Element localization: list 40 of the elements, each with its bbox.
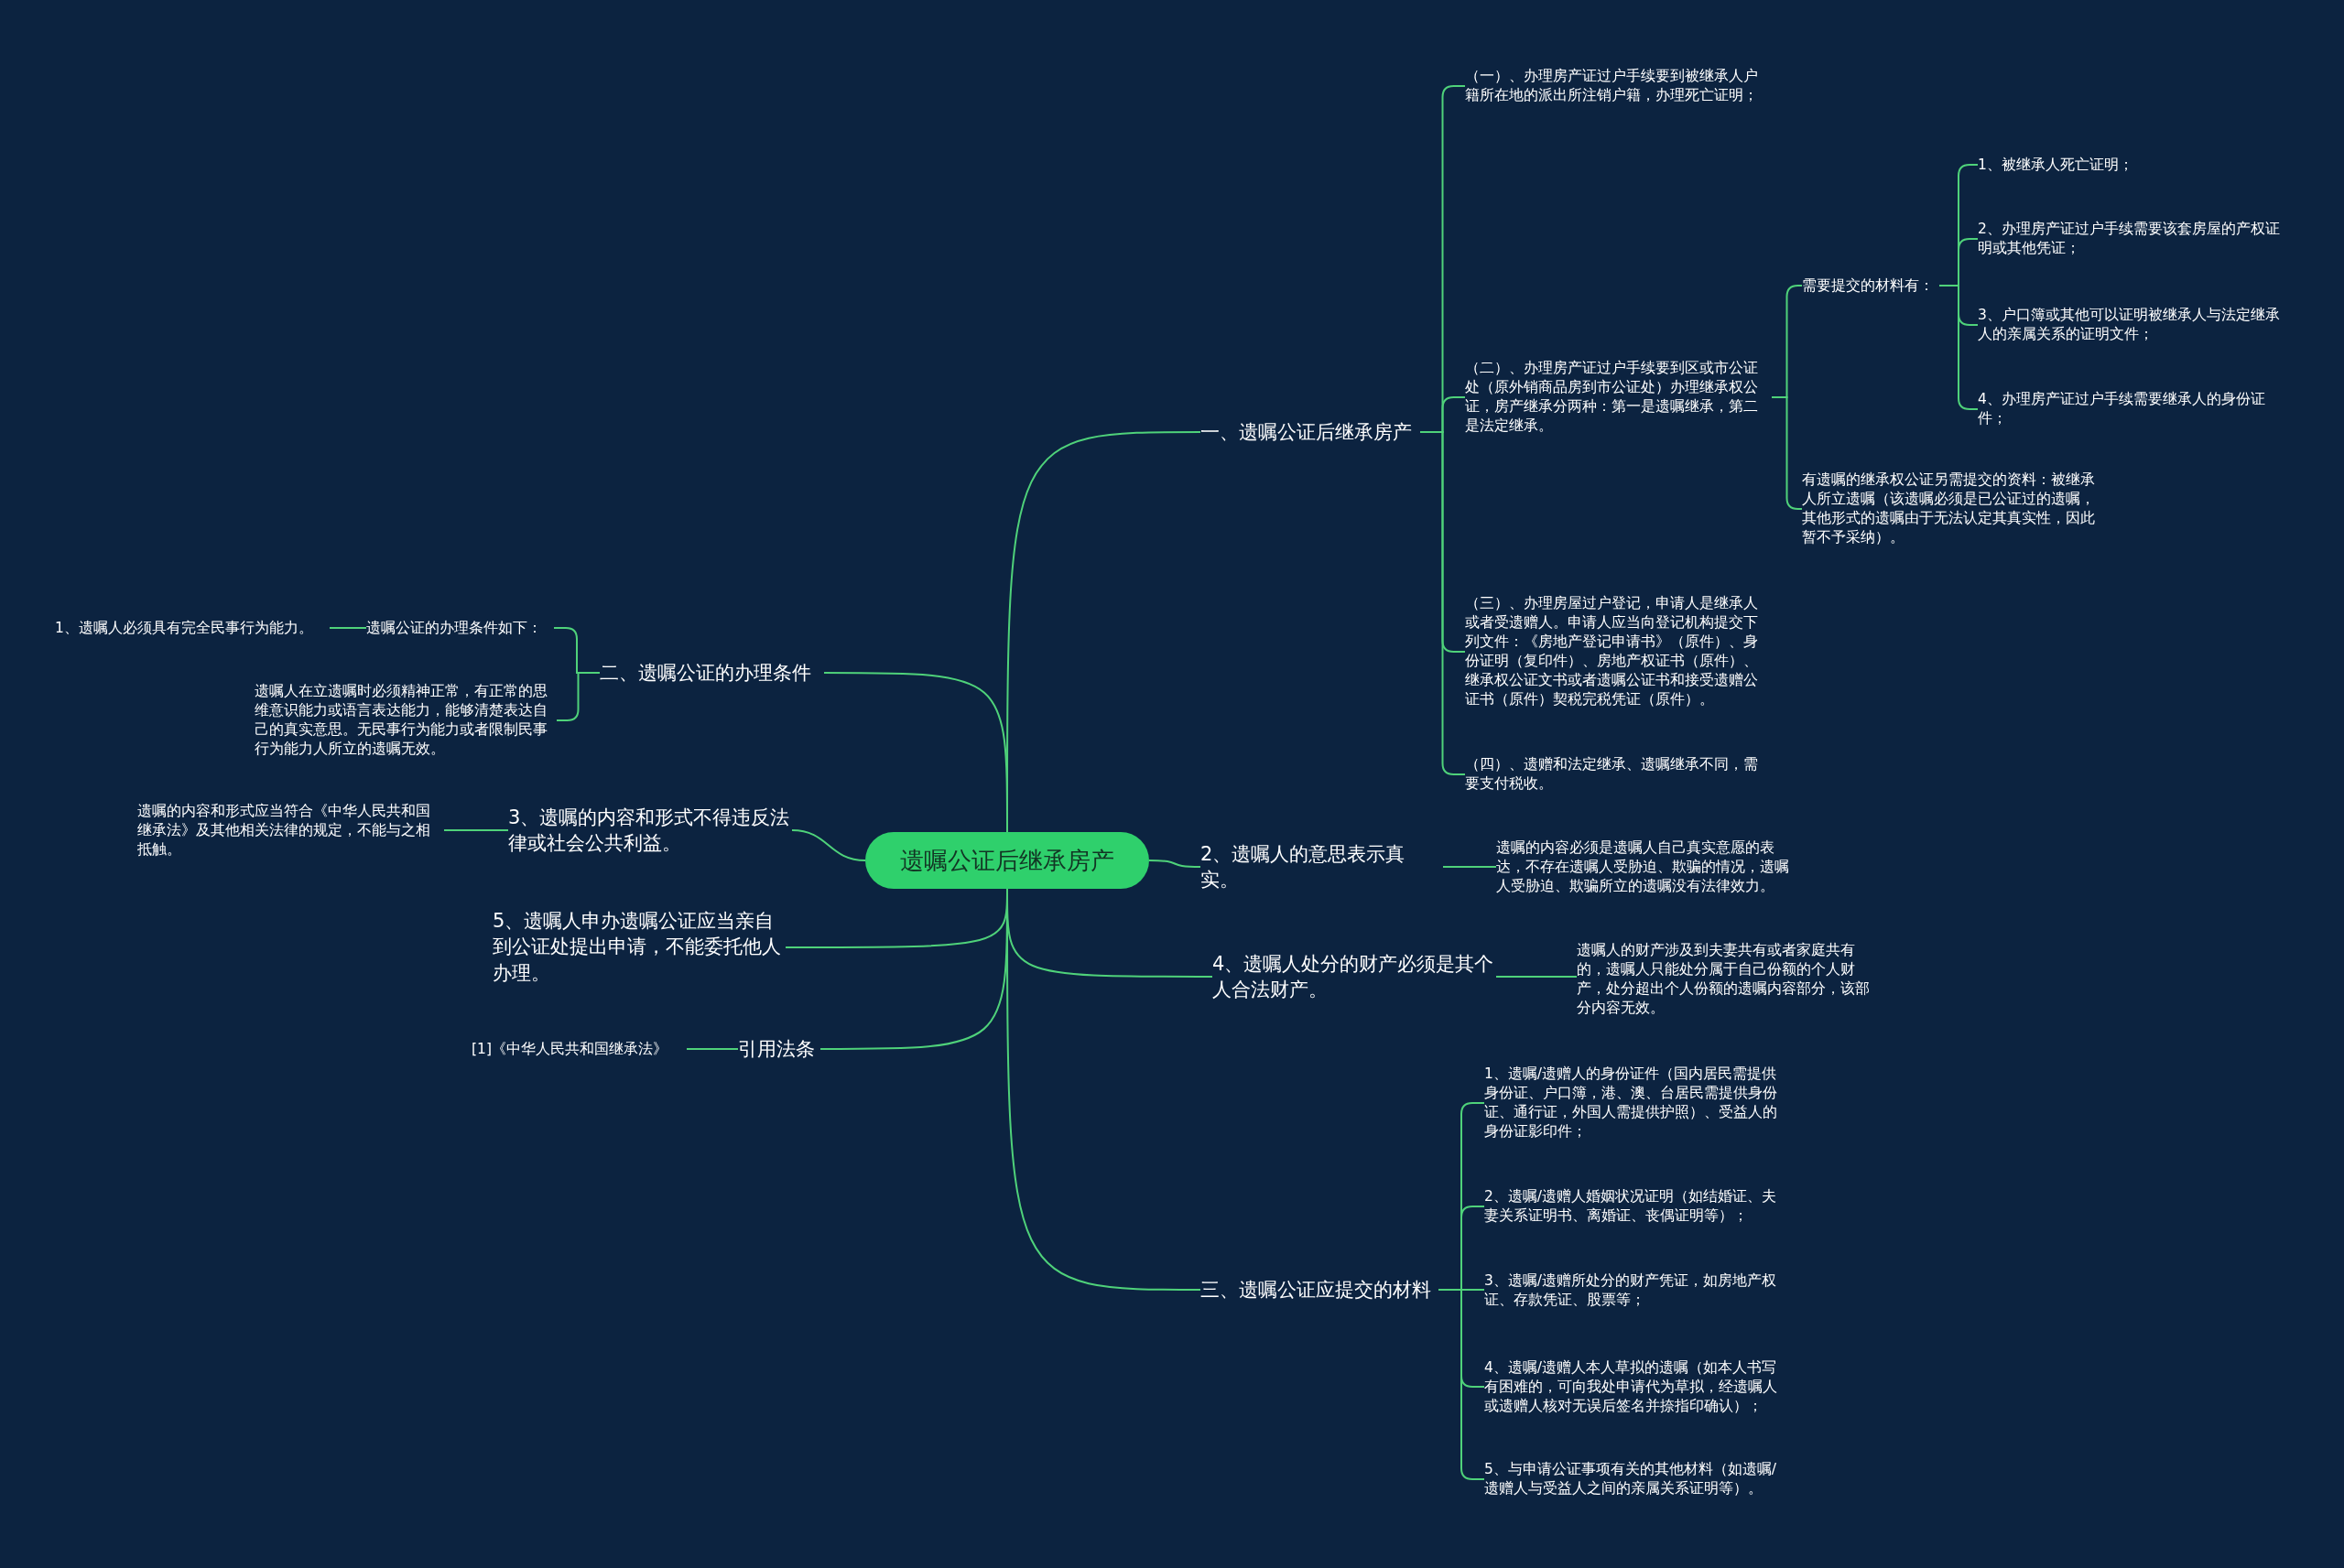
- topic-text: 4、遗嘱/遗赠人本人草拟的遗嘱（如本人书写有困难的，可向我处申请代为草拟，经遗嘱人或遗赠人核对无误后签名并捺指印确认）；: [1484, 1357, 1791, 1416]
- topic-text: 2、遗嘱/遗赠人婚姻状况证明（如结婚证、夫妻关系证明书、离婚证、丧偶证明等）；: [1484, 1187, 1791, 1226]
- branch-topic: 三、遗嘱公证应提交的材料: [1200, 1276, 1438, 1303]
- topic-text: 遗嘱的内容必须是遗嘱人自己真实意愿的表达，不存在遗嘱人受胁迫、欺骗的情况，遗嘱人受胁迫、欺骗所立的遗嘱没有法律效力。: [1496, 838, 1803, 896]
- branch-topic: 引用法条: [738, 1035, 820, 1063]
- connector-line: [1148, 860, 1201, 868]
- branch-topic: 5、遗嘱人申办遗嘱公证应当亲自到公证处提出申请，不能委托他人办理。: [493, 908, 786, 987]
- topic-text: 遗嘱公证的办理条件如下：: [366, 618, 554, 638]
- topic-text: 1、遗嘱/遗赠人的身份证件（国内居民需提供身份证、户口簿，港、澳、台居民需提供身份证、通行证，外国人需提供护照）、受益人的身份证影印件；: [1484, 1065, 1791, 1141]
- topic-text: 有遗嘱的继承权公证另需提交的资料：被继承人所立遗嘱（该遗嘱必须是已公证过的遗嘱，其他形式的遗嘱由于无法认定其真实性，因此暂不予采纳）。: [1802, 470, 2104, 547]
- topic-text: 1、被继承人死亡证明；: [1978, 155, 2289, 175]
- branch-topic: 一、遗嘱公证后继承房产: [1200, 418, 1420, 446]
- topic-text: 需要提交的材料有：: [1802, 276, 1939, 296]
- topic-text: 遗嘱人的财产涉及到夫妻共有或者家庭共有的，遗嘱人只能处分属于自己份额的个人财产，处分超出个人份额的遗嘱内容部分，该部分内容无效。: [1577, 941, 1883, 1018]
- branch-topic: 4、遗嘱人处分的财产必须是其个人合法财产。: [1212, 950, 1496, 1003]
- connector-line: [686, 1048, 739, 1050]
- connector-line: [443, 829, 509, 831]
- topic-text: 4、办理房产证过户手续需要继承人的身份证件；: [1978, 390, 2289, 428]
- topic-text: 3、遗嘱/遗赠所处分的财产凭证，如房地产权证、存款凭证、股票等；: [1484, 1271, 1791, 1310]
- topic-text: （四）、遗赠和法定继承、遗嘱继承不同，需要支付税收。: [1465, 755, 1772, 794]
- topic-text: 3、户口簿或其他可以证明被继承人与法定继承人的亲属关系的证明文件；: [1978, 306, 2289, 344]
- connector-line: [1442, 866, 1497, 868]
- central-topic: 遗嘱公证后继承房产: [865, 832, 1149, 889]
- topic-text: 5、与申请公证事项有关的其他材料（如遗嘱/遗赠人与受益人之间的亲属关系证明等）。: [1484, 1460, 1791, 1498]
- connector-line: [823, 672, 1008, 833]
- connector-line: [791, 829, 866, 861]
- branch-topic: 2、遗嘱人的意思表示真实。: [1200, 840, 1443, 893]
- connector-line: [1495, 976, 1578, 978]
- topic-text: 1、遗嘱人必须具有完全民事行为能力。: [55, 618, 330, 638]
- topic-text: （三）、办理房屋过户登记，申请人是继承人或者受遗赠人。申请人应当向登记机构提交下列文件：《房地产登记申请书》（原件）、身份证明（复印件）、房地产权证书（原件）、继承权公证文书或者遗嘱公证书和接受遗赠公证书（原件）契税完税凭证（原件）。: [1465, 594, 1772, 709]
- topic-text: [1]《中华人民共和国继承法》: [472, 1039, 687, 1059]
- topic-text: （一）、办理房产证过户手续要到被继承人户籍所在地的派出所注销户籍，办理死亡证明；: [1465, 67, 1772, 105]
- connector-line: [329, 627, 367, 629]
- connector-line: [556, 672, 601, 721]
- topic-text: （二）、办理房产证过户手续要到区或市公证处（原外销商品房到市公证处）办理继承权公证，房产继承分两种：第一是遗嘱继承，第二是法定继承。: [1465, 359, 1772, 436]
- branch-topic: 3、遗嘱的内容和形式不得违反法律或社会公共利益。: [508, 804, 792, 857]
- topic-text: 2、办理房产证过户手续需要该套房屋的产权证明或其他凭证；: [1978, 220, 2289, 258]
- topic-text: 遗嘱人在立遗嘱时必须精神正常，有正常的思维意识能力或语言表达能力，能够清楚表达自己的真实意思。无民事行为能力或者限制民事行为能力人所立的遗嘱无效。: [255, 682, 557, 759]
- topic-text: 遗嘱的内容和形式应当符合《中华人民共和国继承法》及其他相关法律的规定，不能与之相抵触。: [137, 801, 444, 860]
- branch-topic: 二、遗嘱公证的办理条件: [600, 659, 824, 687]
